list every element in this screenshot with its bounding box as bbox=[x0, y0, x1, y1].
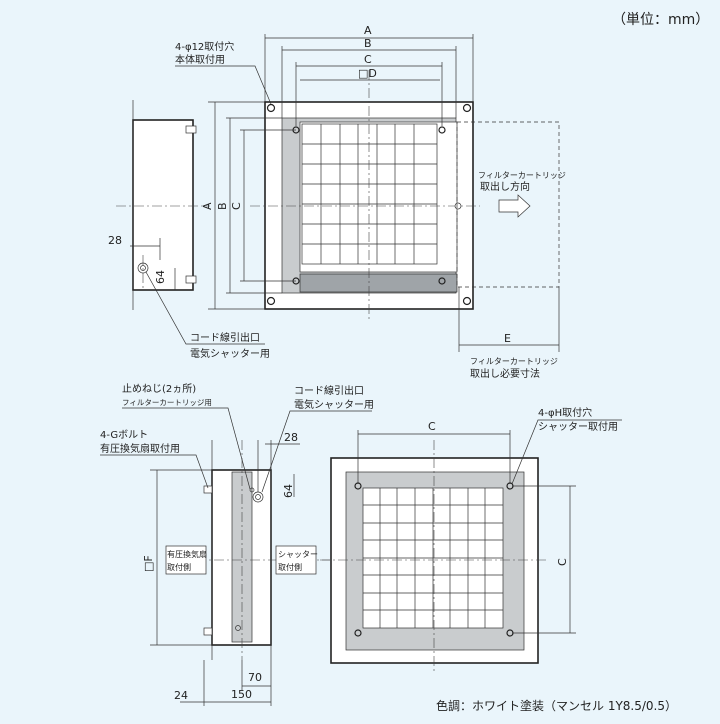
cord-label-bottom-1: コード線引出口 bbox=[294, 384, 364, 397]
color-note: 色調：ホワイト塗装（マンセル 1Y8.5/0.5） bbox=[436, 698, 677, 713]
dim-64-bottom: 64 bbox=[282, 484, 295, 498]
filter-grid-bottom bbox=[363, 488, 503, 628]
dim-C-horizontal: C bbox=[364, 53, 372, 66]
unit-note: （単位：mm） bbox=[612, 12, 709, 28]
dim-C-bottom-horizontal: C bbox=[428, 420, 436, 433]
dim-C-vertical: C bbox=[230, 202, 243, 210]
dim-64-top: 64 bbox=[154, 270, 167, 284]
mount-hole-label-2: 本体取付用 bbox=[175, 53, 225, 66]
bolt-label-1: 4-Gボルト bbox=[100, 429, 148, 441]
dim-E: E bbox=[504, 332, 511, 345]
dim-28-bottom: 28 bbox=[284, 431, 298, 444]
filter-space-label-1: フィルターカートリッジ bbox=[470, 357, 558, 366]
shutter-hole-label-2: シャッター取付用 bbox=[538, 420, 618, 433]
dim-A-vertical: A bbox=[201, 202, 214, 210]
dim-28-top: 28 bbox=[108, 234, 122, 247]
front-view-top: E フィルターカートリッジ 取出し必要寸法 フィルターカートリッジ 取出し方向 … bbox=[175, 24, 566, 380]
dim-150: 150 bbox=[231, 688, 252, 701]
dim-24: 24 bbox=[174, 689, 188, 702]
fan-side-label-1: 有圧換気扇 bbox=[167, 549, 207, 559]
side-view-top: 28 64 コード線引出口 電気シャッター用 bbox=[108, 100, 270, 360]
bolt-label-2: 有圧換気扇取付用 bbox=[100, 442, 180, 455]
dim-C-bottom-vertical: C bbox=[556, 558, 569, 566]
shutter-hole-label-1: 4-φH取付穴 bbox=[538, 406, 592, 419]
dim-70: 70 bbox=[248, 671, 262, 684]
rear-view-bottom: C C 4-φH取付穴 シャッター取付用 bbox=[320, 406, 622, 672]
filter-grid-top bbox=[301, 123, 438, 265]
stop-screw-label-2: フィルターカートリッジ用 bbox=[122, 398, 212, 407]
cord-label-top-2: 電気シャッター用 bbox=[190, 347, 270, 360]
stop-screw-label-1: 止めねじ(2ヵ所) bbox=[122, 383, 196, 395]
filter-space-label-2: 取出し必要寸法 bbox=[470, 367, 540, 380]
direction-arrow-icon bbox=[498, 194, 531, 218]
dim-B-horizontal: B bbox=[364, 37, 372, 50]
shutter-side-label-1: シャッター bbox=[278, 550, 318, 559]
filter-dir-label-1: フィルターカートリッジ bbox=[478, 171, 566, 180]
dim-A-horizontal: A bbox=[364, 24, 372, 37]
dim-D: □D bbox=[358, 67, 377, 80]
side-view-bottom: 有圧換気扇 取付側 シャッター 取付側 □F 28 64 70 150 24 止… bbox=[100, 383, 374, 706]
cord-label-bottom-2: 電気シャッター用 bbox=[294, 398, 374, 411]
mount-hole-label-1: 4-φ12取付穴 bbox=[175, 40, 234, 53]
cord-label-top-1: コード線引出口 bbox=[190, 331, 260, 344]
dim-F: □F bbox=[142, 555, 155, 572]
shutter-side-label-2: 取付側 bbox=[278, 562, 302, 572]
dim-B-vertical: B bbox=[216, 202, 229, 210]
filter-dir-label-2: 取出し方向 bbox=[480, 180, 530, 193]
fan-side-label-2: 取付側 bbox=[167, 562, 191, 572]
